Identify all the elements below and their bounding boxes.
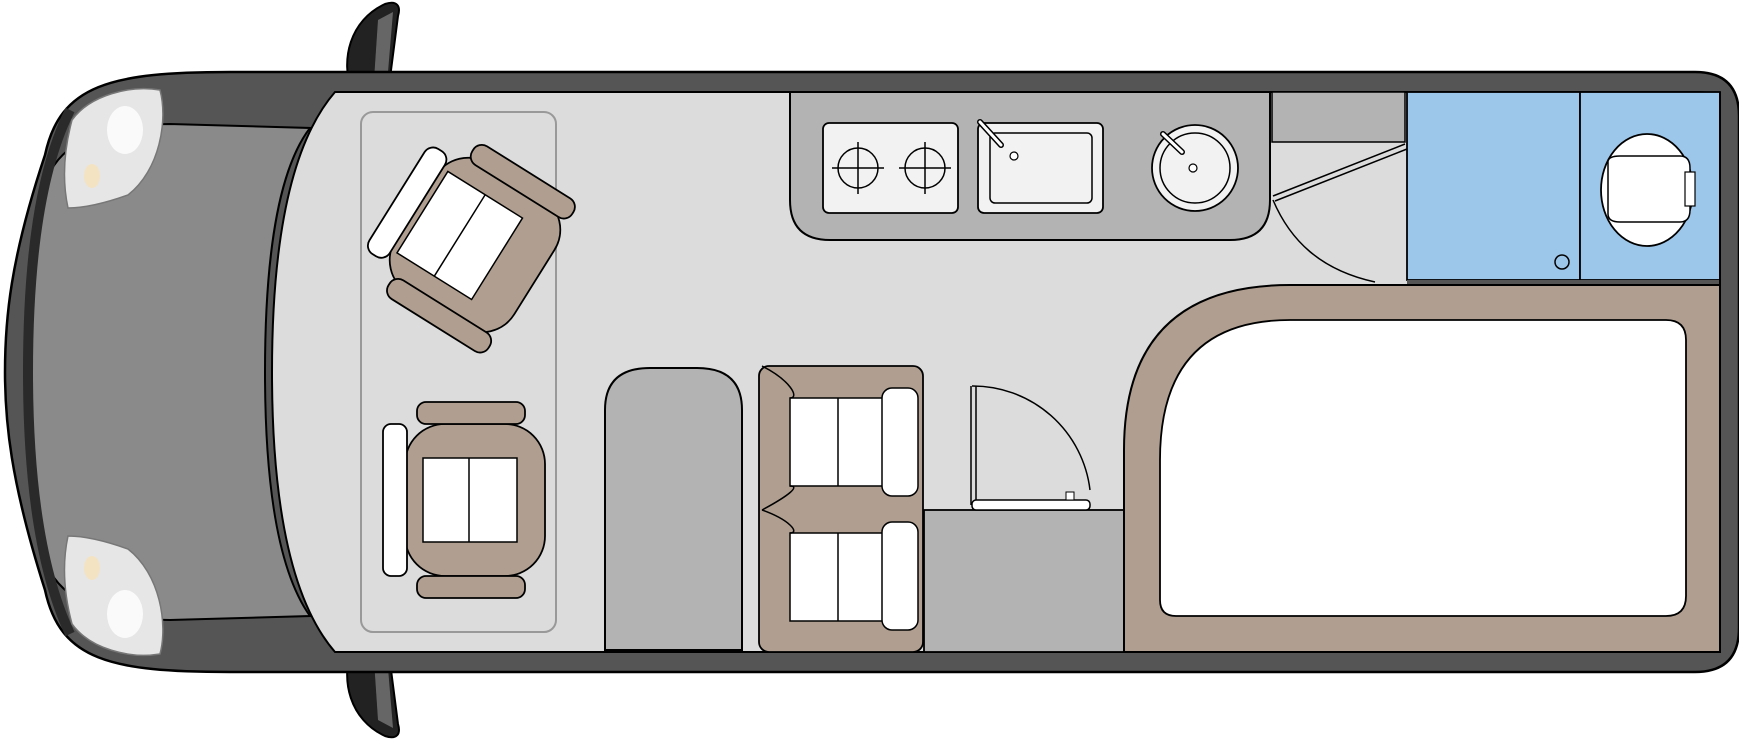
bench-seat-icon	[758, 365, 924, 653]
windscreen-edge	[22, 107, 75, 637]
swivel-seat-icon-top	[367, 143, 576, 354]
shower-icon	[1406, 91, 1581, 281]
headlight-icon-top	[63, 88, 164, 209]
door-swing-icon-bath	[1272, 143, 1408, 283]
table-block	[604, 367, 743, 651]
sink-icon	[977, 119, 1104, 214]
cab-seating-zone	[360, 111, 557, 633]
mirror-icon-top	[346, 1, 400, 94]
stove-icon	[822, 122, 959, 214]
wardrobe-block	[1271, 91, 1406, 143]
swivel-seat-icon-bottom	[382, 401, 546, 599]
bed-icon	[1123, 284, 1721, 653]
round-basin-icon	[1151, 124, 1239, 212]
entry-step	[923, 509, 1125, 653]
headlight-icon-bottom	[63, 535, 164, 656]
door-swing-icon-entry	[970, 385, 1091, 511]
toilet-icon	[1579, 91, 1721, 281]
